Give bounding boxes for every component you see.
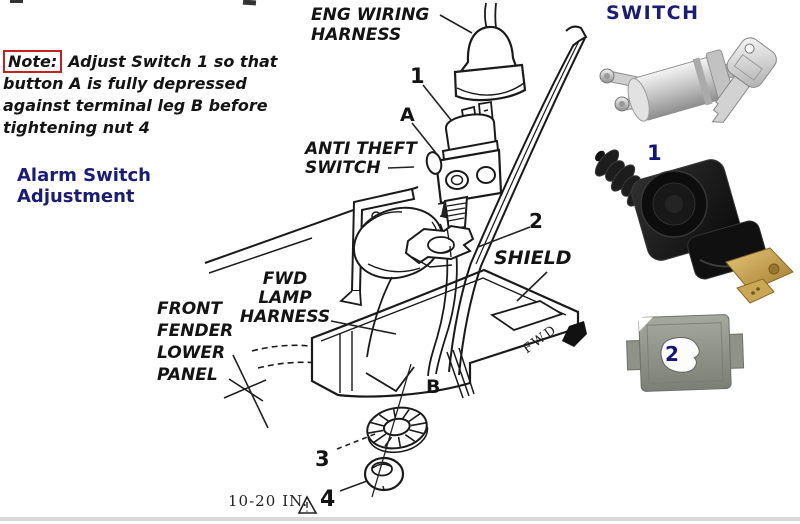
front-fender-line-3: LOWER [157, 343, 226, 363]
keyhole-plate-drawing [404, 224, 475, 268]
note-text-2: button A is fully depressed [3, 74, 247, 93]
label-shield: SHIELD [494, 247, 572, 269]
note-line-1: Note: Adjust Switch 1 so that [3, 50, 277, 73]
shield-plate-photo [626, 314, 745, 392]
frame-blade-drawing [448, 25, 588, 376]
anti-theft-line-2: SWITCH [305, 158, 381, 178]
anti-theft-line-1: ANTI THEFT [305, 139, 417, 159]
photo-callout-1: 1 [647, 141, 662, 165]
fwd-lamp-line-3: HARNESS [239, 307, 331, 327]
eng-wiring-line-1: ENG WIRING [311, 5, 430, 25]
centerlines [371, 227, 452, 498]
note-badge: Note: [3, 50, 63, 73]
note-text-1: Adjust Switch 1 so that [68, 52, 278, 71]
fwd-lamp-line-2: LAMP [258, 288, 312, 308]
eng-wiring-line-2: HARNESS [311, 25, 402, 45]
theft-switch-photo [594, 149, 794, 304]
lock-washer-drawing [366, 406, 429, 454]
fwd-lamp-line-1: FWD [262, 269, 308, 289]
photo-callout-2: 2 [665, 342, 679, 366]
lock-cylinder-photo [599, 37, 777, 123]
section-heading-line-2: Adjustment [17, 186, 135, 207]
callout-1-switch: 1 [410, 64, 425, 88]
caution-triangle-icon [297, 495, 318, 514]
fwd-arrow-icon [562, 321, 587, 347]
leader-lines [232, 14, 548, 492]
label-front-fender-lower-panel: FRONT FENDER LOWER PANEL [157, 298, 233, 386]
label-anti-theft-switch: ANTI THEFT SWITCH [305, 140, 417, 178]
note-text-3: against terminal leg B before [3, 96, 268, 115]
torque-unit: IN. [282, 492, 309, 510]
front-fender-line-4: PANEL [157, 365, 218, 385]
section-heading: Alarm Switch Adjustment [17, 165, 151, 207]
callout-3-washer: 3 [315, 447, 330, 471]
photos-heading: SWITCH [606, 2, 700, 24]
wiring-boot-drawing [453, 2, 527, 102]
front-fender-line-2: FENDER [157, 321, 234, 341]
torque-value: 10-20 [228, 492, 277, 510]
callout-b-terminal-leg: B [426, 376, 441, 398]
note-text-4: tightening nut 4 [3, 118, 150, 137]
antitheft-switch-drawing [425, 100, 503, 243]
front-fender-line-1: FRONT [157, 299, 222, 319]
nut-drawing [363, 456, 405, 492]
torque-spec: 10-20 IN. [228, 492, 314, 510]
callout-2-plate: 2 [529, 209, 543, 233]
section-heading-line-1: Alarm Switch [17, 165, 151, 186]
callout-a-button: A [400, 104, 415, 126]
callout-4-nut: 4 [320, 487, 336, 512]
note-block: Note: Adjust Switch 1 so that button A is… [3, 50, 277, 139]
label-eng-wiring-harness: ENG WIRING HARNESS [311, 5, 429, 45]
shield-tray-drawing [310, 268, 580, 398]
label-fwd-lamp-harness: FWD LAMP HARNESS [237, 270, 333, 327]
